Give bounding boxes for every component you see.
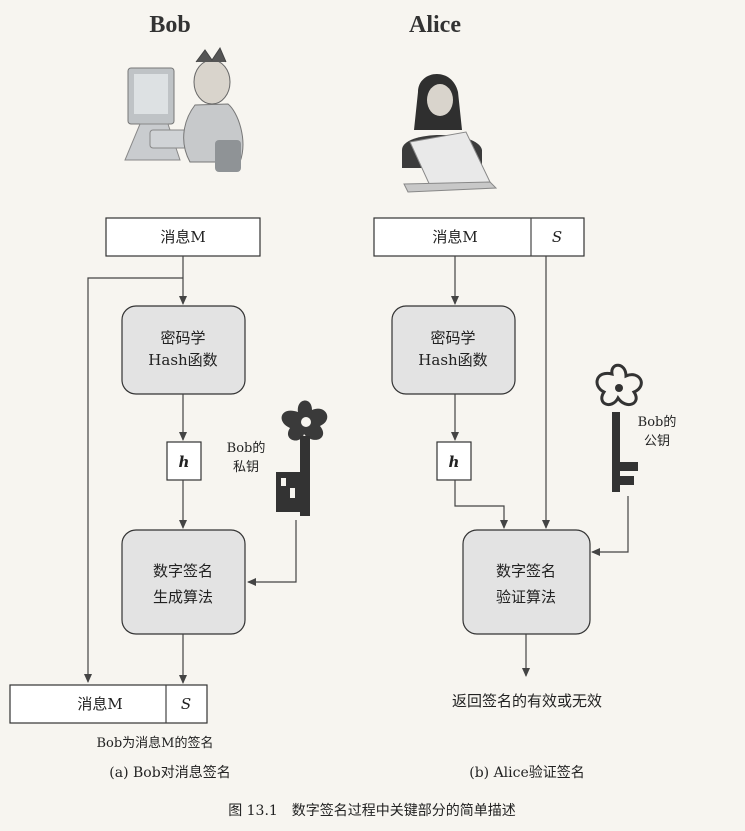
alice-h-box bbox=[436, 441, 472, 481]
public-key-icon bbox=[595, 363, 643, 492]
bob-hash-line2: Hash函数 bbox=[148, 351, 217, 369]
alice-arrow-h-to-verify bbox=[454, 480, 508, 529]
alice-signature-label: S bbox=[552, 228, 562, 246]
bob-arrow-key-to-sign bbox=[247, 520, 297, 586]
bob-key-label-line2: 私钥 bbox=[233, 460, 259, 475]
alice-verify-line2: 验证算法 bbox=[496, 588, 556, 606]
alice-message-box bbox=[373, 217, 585, 257]
bob-title: Bob bbox=[149, 12, 190, 38]
alice-h-label: h bbox=[449, 453, 460, 471]
bob-h-box bbox=[166, 441, 202, 481]
bob-message-label: 消息M bbox=[160, 228, 205, 246]
alice-title: Alice bbox=[409, 12, 461, 38]
bob-output-caption: Bob为消息M的签名 bbox=[96, 735, 213, 751]
alice-hash-box bbox=[391, 305, 516, 395]
alice-key-label-line2: 公钥 bbox=[644, 434, 670, 449]
bob-output-box bbox=[9, 684, 208, 724]
private-key-icon bbox=[276, 400, 328, 516]
bob-sign-line1: 数字签名 bbox=[153, 562, 213, 580]
alice-verify-line1: 数字签名 bbox=[496, 562, 556, 580]
bob-hash-line1: 密码学 bbox=[160, 329, 205, 347]
alice-key-label-line1: Bob的 bbox=[638, 414, 677, 430]
bob-sub-caption: (a) Bob对消息签名 bbox=[109, 764, 230, 781]
bob-output-signature: S bbox=[181, 695, 191, 713]
alice-result: 返回签名的有效或无效 bbox=[452, 692, 602, 710]
bob-output-message: 消息M bbox=[77, 695, 122, 713]
figure-caption: 图 13.1 数字签名过程中关键部分的简单描述 bbox=[228, 802, 516, 819]
bob-key-label-line1: Bob的 bbox=[227, 440, 266, 456]
bob-hash-box bbox=[121, 305, 246, 395]
alice-laptop-illustration bbox=[402, 73, 498, 193]
bob-computer-illustration bbox=[124, 46, 244, 172]
alice-hash-line2: Hash函数 bbox=[418, 351, 487, 369]
bob-h-label: h bbox=[179, 453, 190, 471]
alice-hash-line1: 密码学 bbox=[430, 329, 475, 347]
alice-arrow-key-to-verify bbox=[591, 496, 629, 556]
alice-verify-box bbox=[462, 529, 591, 635]
bob-sign-box bbox=[121, 529, 246, 635]
bob-sign-line2: 生成算法 bbox=[153, 588, 213, 606]
alice-message-label: 消息M bbox=[432, 228, 477, 246]
bob-arrow-message-copy bbox=[84, 277, 183, 683]
alice-sub-caption: (b) Alice验证签名 bbox=[469, 764, 585, 781]
